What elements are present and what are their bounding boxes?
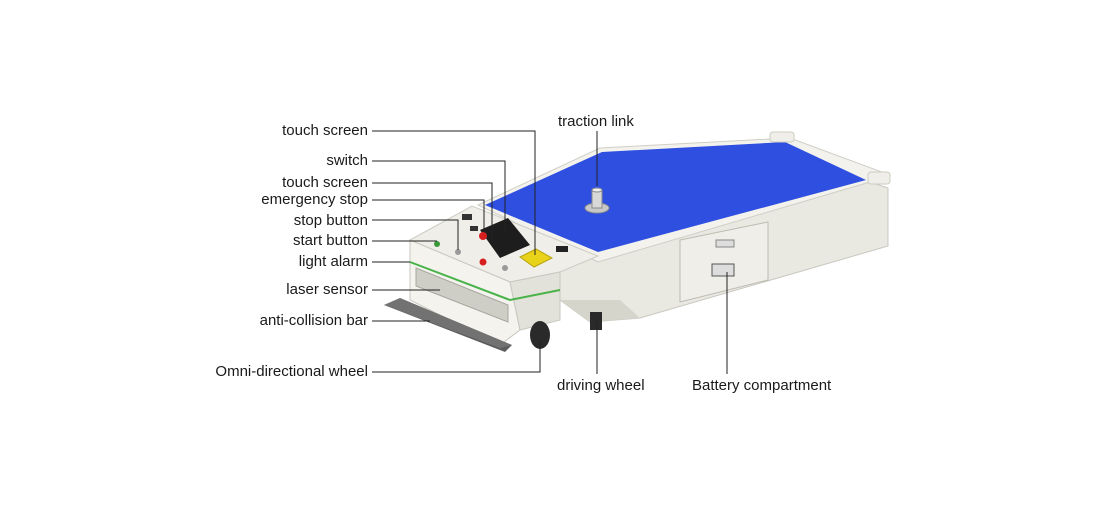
panel-indicator-2 <box>470 226 478 231</box>
traction-link-top <box>591 187 603 193</box>
label-anti-collision-bar: anti-collision bar <box>259 312 368 329</box>
leader-lines <box>372 130 728 374</box>
light-alarm-knob <box>502 265 508 271</box>
start-button-knob <box>434 241 440 247</box>
corner-cap-left <box>769 131 795 143</box>
leader-touch-screen-top <box>372 130 536 255</box>
emergency-stop-knob-2 <box>479 258 487 266</box>
lower-recess <box>560 300 640 322</box>
label-omni-wheel: Omni-directional wheel <box>215 363 368 380</box>
omni-wheel-shape <box>530 321 550 349</box>
front-side-face <box>509 271 561 331</box>
label-light-alarm: light alarm <box>298 253 368 270</box>
label-laser-sensor: laser sensor <box>286 281 368 298</box>
stop-button-knob <box>455 249 461 255</box>
label-driving-wheel: driving wheel <box>557 377 645 394</box>
battery-compartment-door <box>679 221 769 303</box>
leader-stop-button <box>372 219 459 250</box>
label-touch-screen-top: touch screen <box>282 122 368 139</box>
battery-handle-top <box>715 239 735 248</box>
label-traction-link: traction link <box>558 113 634 130</box>
emergency-stop-knob <box>479 232 487 240</box>
label-touch-screen: touch screen <box>282 174 368 191</box>
leader-switch <box>372 160 506 232</box>
driving-wheel-shape <box>590 312 602 330</box>
blue-top-deck <box>485 142 866 252</box>
laser-sensor-window <box>415 267 509 323</box>
anti-collision-bar-top <box>384 298 512 348</box>
label-switch: switch <box>326 152 368 169</box>
leader-omni-wheel <box>372 340 541 373</box>
yellow-button <box>519 248 554 268</box>
leader-touch-screen <box>372 182 493 240</box>
label-battery-compartment: Battery compartment <box>692 377 832 394</box>
label-emergency-stop: emergency stop <box>261 191 368 208</box>
leader-emergency-stop <box>372 199 485 232</box>
traction-link-pin <box>591 189 603 209</box>
agv-vehicle <box>384 131 892 352</box>
battery-handle <box>711 263 735 277</box>
corner-cap-right <box>867 171 891 185</box>
label-start-button: start button <box>292 232 368 249</box>
accent-stripe <box>409 261 561 302</box>
label-stop-button: stop button <box>293 212 368 229</box>
panel-indicator <box>462 214 472 220</box>
side-switch <box>556 246 568 252</box>
